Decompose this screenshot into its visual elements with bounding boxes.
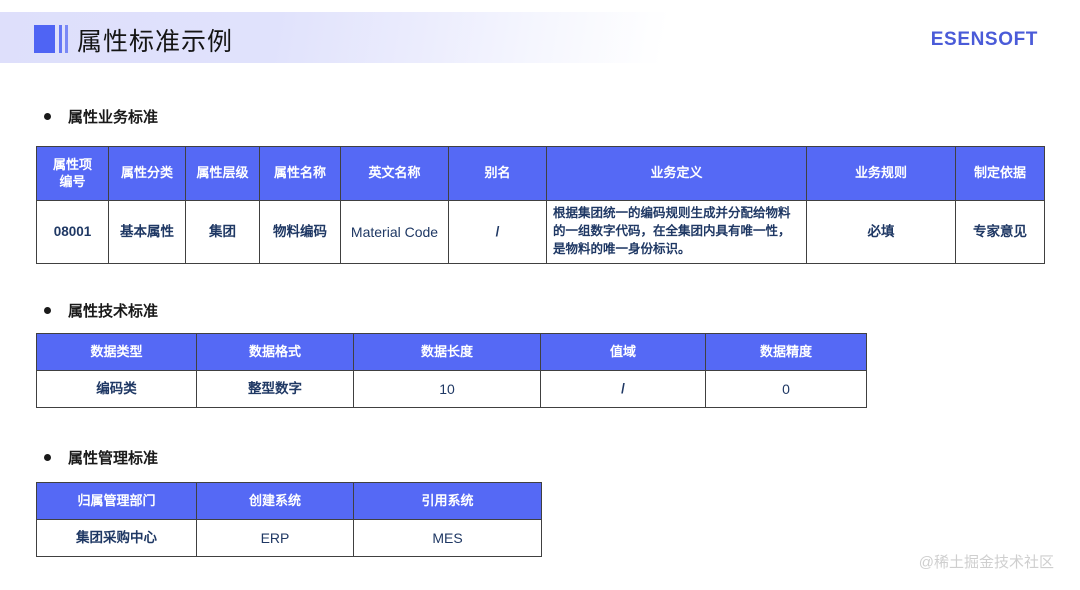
square-icon <box>34 24 55 53</box>
section-heading-business: 属性业务标准 <box>44 106 158 127</box>
column-header-basis: 制定依据 <box>955 146 1045 201</box>
column-header-name: 属性名称 <box>259 146 341 201</box>
column-header-alias: 别名 <box>448 146 547 201</box>
bullet-icon <box>44 307 51 314</box>
cell-level: 集团 <box>185 200 260 264</box>
cell-alias: / <box>448 200 547 264</box>
cell-data-precision: 0 <box>705 370 867 408</box>
bullet-icon <box>44 454 51 461</box>
management-standard-table: 归属管理部门 创建系统 引用系统 集团采购中心 ERP MES <box>36 482 542 557</box>
watermark: @稀土掘金技术社区 <box>918 554 1054 571</box>
column-header-english-name: 英文名称 <box>340 146 449 201</box>
column-header-value-range: 值域 <box>540 333 706 371</box>
section-heading-management: 属性管理标准 <box>44 447 158 468</box>
column-header-data-type: 数据类型 <box>36 333 197 371</box>
cell-definition: 根据集团统一的编码规则生成并分配给物料的一组数字代码，在全集团内具有唯一性，是物… <box>546 200 807 264</box>
cell-category: 基本属性 <box>108 200 186 264</box>
page-header: 属性标准示例 ESENSOFT <box>0 0 1080 76</box>
cell-code: 08001 <box>36 200 109 264</box>
cell-rule: 必填 <box>806 200 956 264</box>
column-header-data-format: 数据格式 <box>196 333 354 371</box>
column-header-code: 属性项 编号 <box>36 146 109 201</box>
cell-english-name: Material Code <box>340 200 449 264</box>
bullet-icon <box>44 113 51 120</box>
header-band <box>0 12 718 63</box>
table-row: 编码类 整型数字 10 / 0 <box>36 370 867 408</box>
section-heading-label: 属性技术标准 <box>68 303 159 320</box>
table-row: 集团采购中心 ERP MES <box>36 519 542 557</box>
column-header-category: 属性分类 <box>108 146 186 201</box>
cell-basis: 专家意见 <box>955 200 1045 264</box>
bar-icon-1 <box>59 24 62 53</box>
cell-name: 物料编码 <box>259 200 341 264</box>
cell-data-type: 编码类 <box>36 370 197 408</box>
column-header-owning-department: 归属管理部门 <box>36 482 197 520</box>
section-heading-label: 属性业务标准 <box>68 109 159 126</box>
table-header-row: 属性项 编号 属性分类 属性层级 属性名称 英文名称 别名 业务定义 业务规则 … <box>36 146 1045 201</box>
column-header-reference-system: 引用系统 <box>353 482 542 520</box>
technical-standard-table: 数据类型 数据格式 数据长度 值域 数据精度 编码类 整型数字 10 / 0 <box>36 333 867 408</box>
column-header-definition: 业务定义 <box>546 146 807 201</box>
section-heading-label: 属性管理标准 <box>68 450 159 467</box>
business-standard-table: 属性项 编号 属性分类 属性层级 属性名称 英文名称 别名 业务定义 业务规则 … <box>36 146 1045 264</box>
column-header-data-length: 数据长度 <box>353 333 541 371</box>
cell-value-range: / <box>540 370 706 408</box>
page-title: 属性标准示例 <box>77 28 234 56</box>
cell-data-format: 整型数字 <box>196 370 354 408</box>
header-mark-icon <box>34 24 68 53</box>
brand-logo: ESENSOFT <box>930 29 1038 50</box>
table-header-row: 数据类型 数据格式 数据长度 值域 数据精度 <box>36 333 867 371</box>
cell-reference-system: MES <box>353 519 542 557</box>
column-header-level: 属性层级 <box>185 146 260 201</box>
column-header-create-system: 创建系统 <box>196 482 354 520</box>
cell-owning-department: 集团采购中心 <box>36 519 197 557</box>
column-header-rule: 业务规则 <box>806 146 956 201</box>
table-header-row: 归属管理部门 创建系统 引用系统 <box>36 482 542 520</box>
cell-create-system: ERP <box>196 519 354 557</box>
cell-data-length: 10 <box>353 370 541 408</box>
section-heading-technical: 属性技术标准 <box>44 300 158 321</box>
bar-icon-2 <box>65 24 68 53</box>
column-header-data-precision: 数据精度 <box>705 333 867 371</box>
table-row: 08001 基本属性 集团 物料编码 Material Code / 根据集团统… <box>36 200 1045 264</box>
